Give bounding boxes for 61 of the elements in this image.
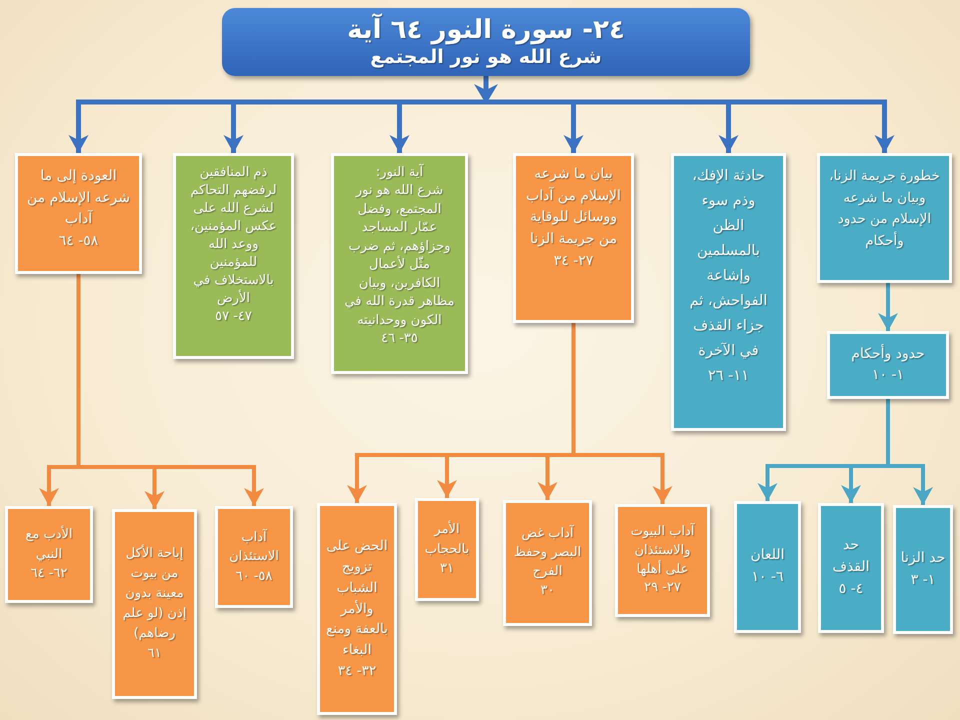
topic-text: خطورة جريمة الزنا، وبيان ما شرعه الإسلام من حدود وأحكام bbox=[828, 167, 941, 251]
surah-title: ٢٤- سورة النور ٦٤ آية bbox=[347, 15, 625, 46]
topic-text: آداب الاستئذان bbox=[228, 528, 280, 566]
topic-box bbox=[215, 506, 293, 608]
topic-box bbox=[671, 153, 786, 431]
topic-text: ذم المنافقين لرفضهم التحاكم لشرع الله على عكس المؤمنين، ووعد الله للمؤمنين بالاستخلاف في الأرض bbox=[189, 164, 278, 308]
topic-box bbox=[173, 153, 294, 359]
connector-arrow bbox=[574, 453, 672, 504]
verse-range: ١- ١٠ bbox=[872, 366, 904, 385]
verse-range: ١١- ٢٦ bbox=[708, 366, 749, 386]
topic-text: حد الزنا bbox=[900, 548, 946, 568]
connector-line bbox=[886, 399, 890, 466]
connector-arrow bbox=[878, 283, 898, 331]
verse-range: ٦- ١٠ bbox=[751, 568, 784, 587]
verse-range: ٤٧- ٥٧ bbox=[215, 308, 252, 326]
topic-box bbox=[734, 501, 801, 633]
topic-text: حادثة الإفك، وذم سوء الظن بالمسلمين وإشاعة الفواحش، ثم جزاء القذف في الآخرة bbox=[688, 167, 768, 361]
topic-box bbox=[331, 153, 468, 374]
topic-heading: آية النور: bbox=[376, 164, 424, 182]
title-banner bbox=[222, 8, 750, 76]
topic-text: بيان ما شرعه الإسلام من آداب ووسائل للوقاية من جريمة الزنا bbox=[525, 165, 622, 250]
connector-line bbox=[76, 274, 80, 467]
connector-line bbox=[572, 323, 576, 455]
topic-text: الحض على تزويج الشباب والأمر بالعفة ومنع البغاء bbox=[326, 536, 388, 660]
verse-range: ٤- ٥ bbox=[838, 580, 864, 599]
verse-range: ٢٧- ٣٤ bbox=[554, 252, 594, 271]
verse-range: ٣٢- ٣٤ bbox=[338, 662, 376, 682]
topic-box bbox=[827, 331, 949, 399]
verse-range: ٦٢- ٦٤ bbox=[30, 565, 68, 584]
verse-range: ٣٥- ٤٦ bbox=[381, 330, 418, 348]
verse-range: ٥٨- ٦٠ bbox=[236, 568, 272, 586]
topic-text: الأدب مع النبي bbox=[24, 525, 74, 564]
topic-text: العودة إلى ما شرعه الإسلام من آداب bbox=[26, 167, 131, 230]
topic-box bbox=[615, 504, 710, 617]
topic-box bbox=[817, 153, 952, 283]
topic-box bbox=[317, 503, 397, 715]
verse-range: ٢٧- ٢٩ bbox=[644, 579, 681, 598]
connector-arrow bbox=[39, 465, 78, 506]
topic-text: إباحة الأكل من بيوت معينة بدون إذن (لو علم رضاهم) bbox=[122, 544, 188, 644]
connector-arrow bbox=[888, 464, 933, 505]
topic-text: الأمر بالحجاب bbox=[424, 520, 470, 559]
topic-text: آداب البيوت والاستئذان على أهلها bbox=[630, 522, 696, 578]
topic-box bbox=[5, 506, 93, 603]
topic-box bbox=[15, 153, 142, 274]
title-subtitle: شرع الله هو نور المجتمع bbox=[370, 46, 602, 69]
topic-text: حد القذف bbox=[831, 536, 871, 578]
topic-box bbox=[415, 498, 479, 601]
verse-range: ٣٠ bbox=[540, 582, 554, 600]
topic-box bbox=[513, 153, 634, 323]
topic-box bbox=[818, 503, 884, 633]
topic-text: شرع الله هو نور المجتمع، وفضل عمّار المساجد وجزاؤهم، ثم ضرب مثّل لأعمال الكافرين، وبيان مظاهر قدرة الله في الكون ووحدانيته bbox=[343, 182, 456, 330]
verse-range: ٥٨- ٦٤ bbox=[58, 232, 98, 252]
verse-range: ٦١ bbox=[148, 645, 162, 664]
verse-range: ٣١ bbox=[440, 560, 454, 578]
topic-text: حدود وأحكام bbox=[851, 344, 925, 364]
topic-text: اللعان bbox=[750, 546, 785, 566]
topic-text: آداب غض البصر وحفظ الفرج bbox=[512, 525, 582, 581]
topic-box bbox=[112, 509, 197, 699]
topic-box bbox=[503, 500, 592, 626]
topic-box bbox=[893, 505, 953, 634]
verse-range: ١- ٣ bbox=[910, 570, 936, 590]
